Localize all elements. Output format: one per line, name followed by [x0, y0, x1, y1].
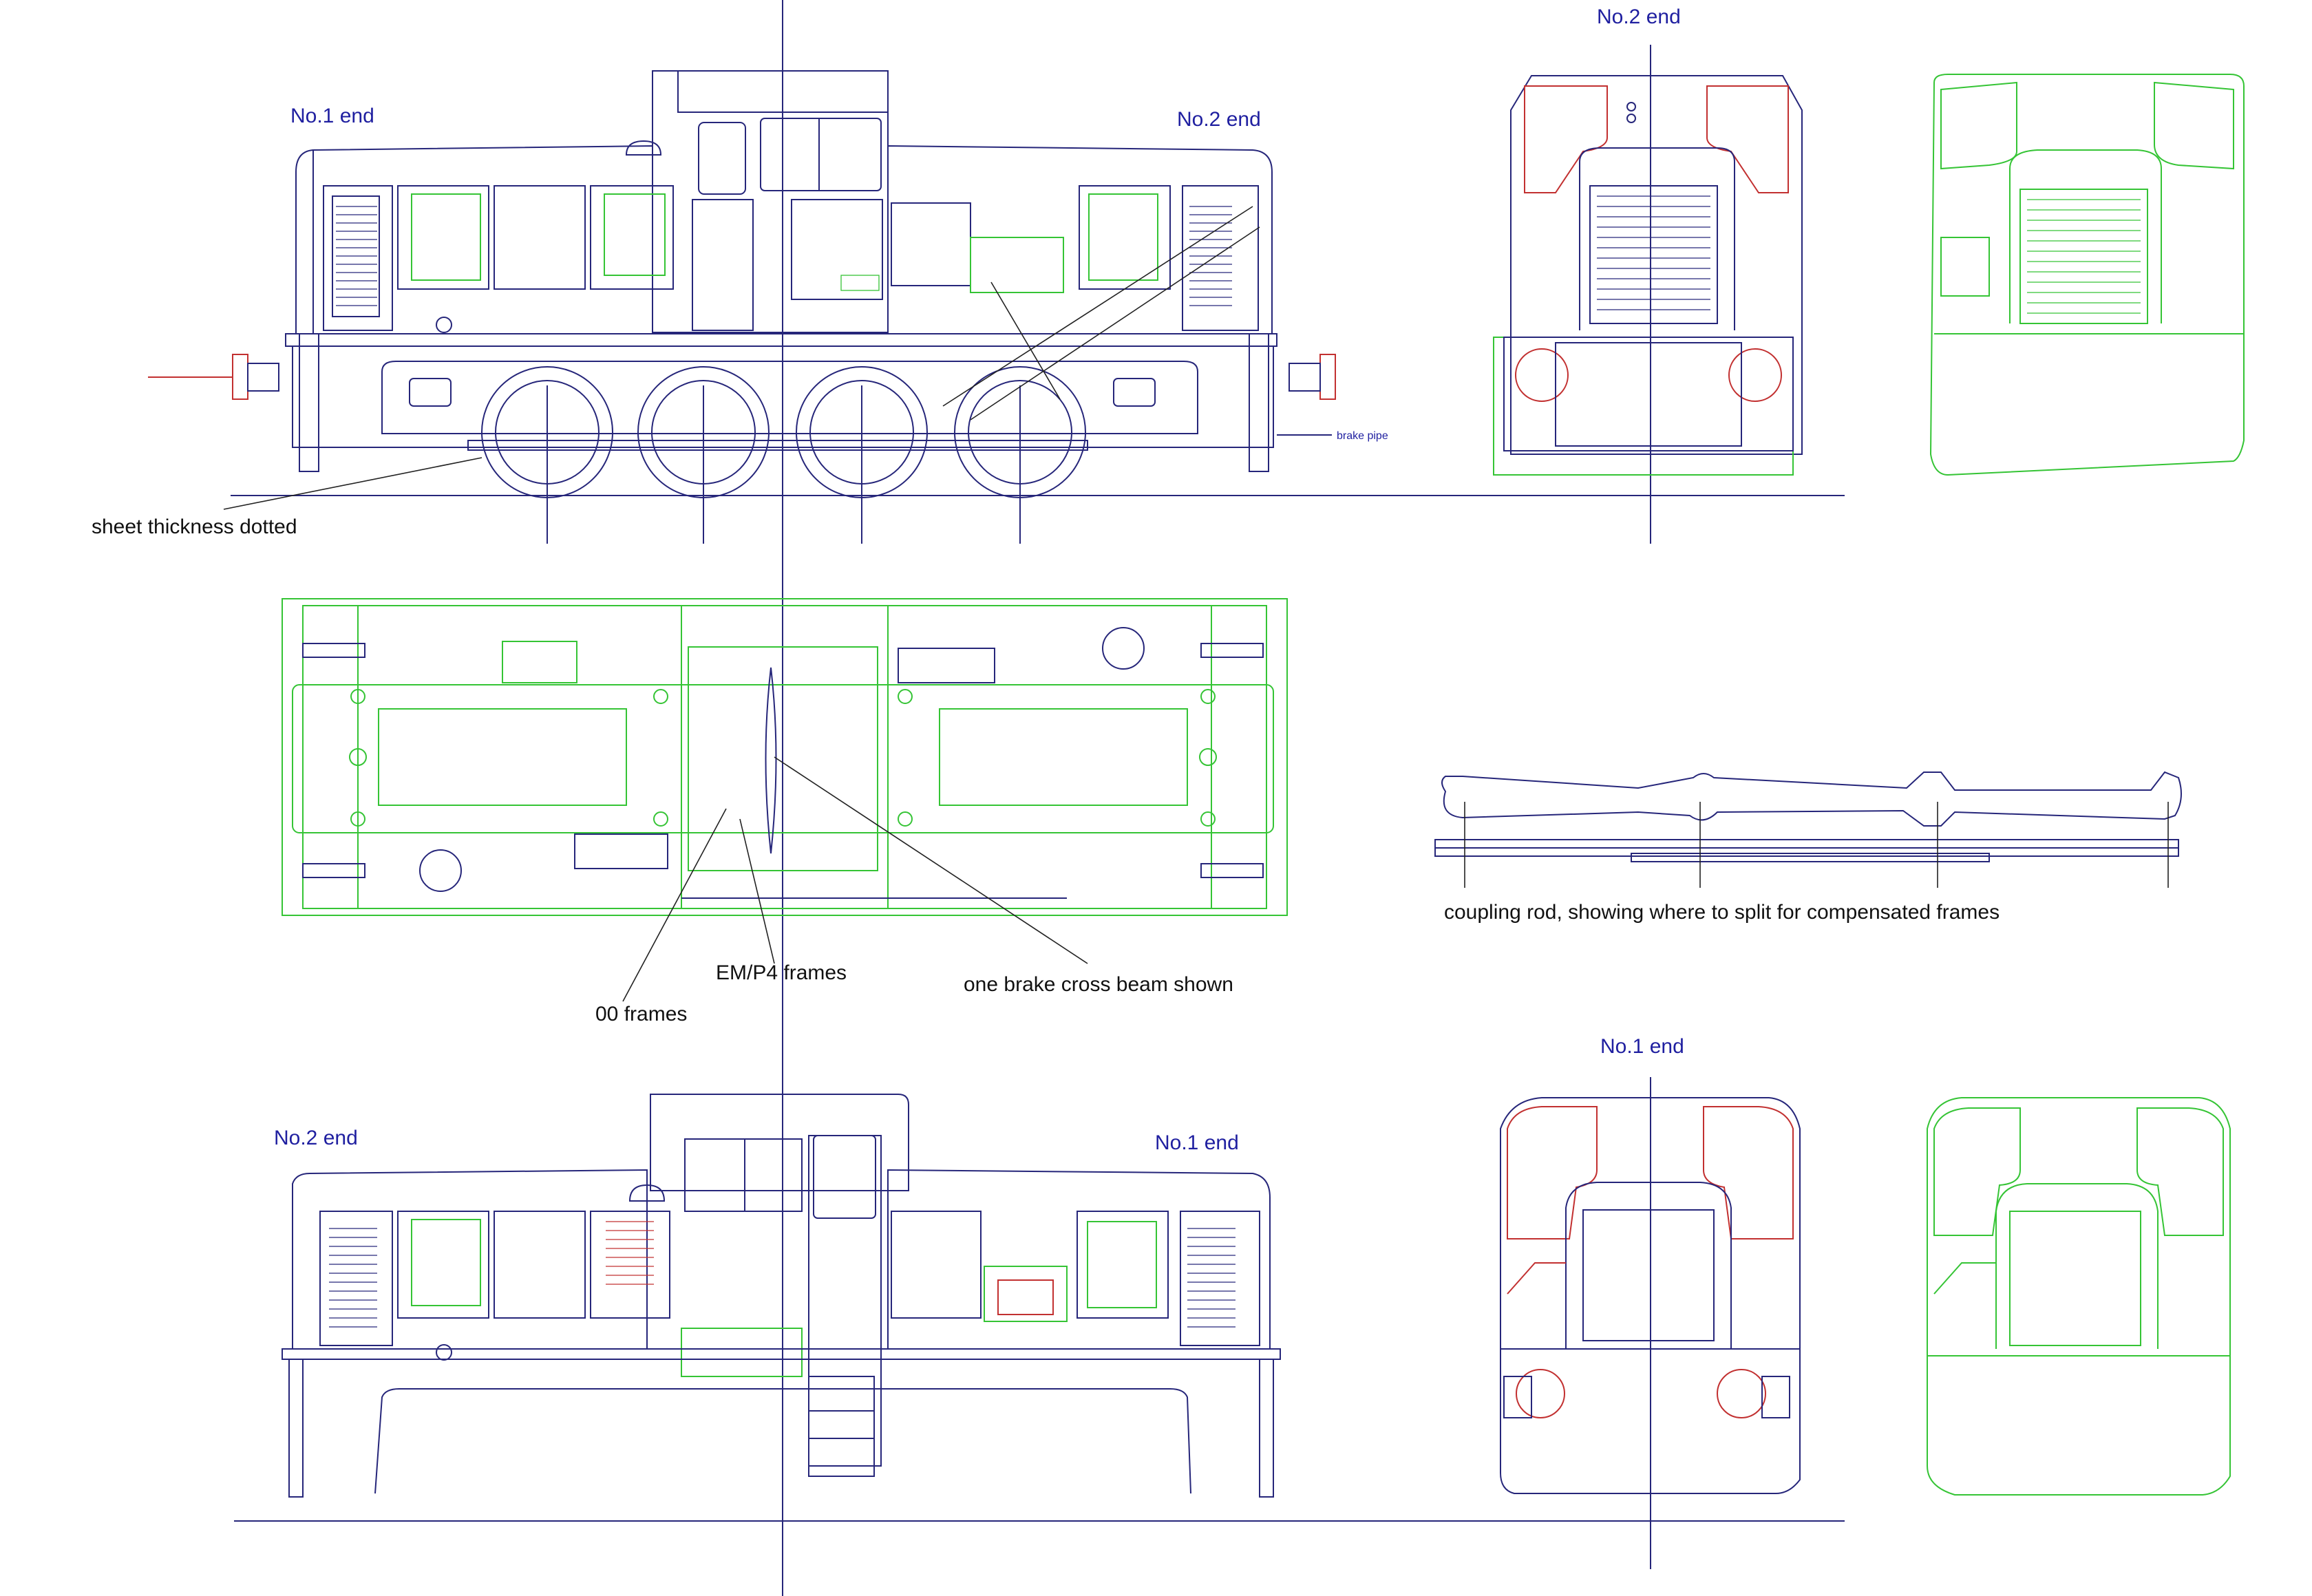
end-view-green-top — [1929, 74, 2245, 476]
end-view-no1 — [1500, 1097, 1801, 1494]
brake-pipe-label: brake pipe — [1337, 430, 1388, 442]
em-p4-frames-label: EM/P4 frames — [716, 961, 847, 984]
labels: No.1 end No.2 end No.2 end sheet thickne… — [92, 6, 2000, 1154]
end-view-no2 — [1493, 75, 1803, 476]
bottom-end-view-title: No.1 end — [1600, 1035, 1684, 1058]
coupling-rod-label: coupling rod, showing where to split for… — [1444, 901, 2000, 924]
plan-view — [282, 598, 1288, 1002]
bottom-side-right-end-label: No.1 end — [1155, 1131, 1239, 1154]
sheet-thickness-label: sheet thickness dotted — [92, 515, 297, 538]
coupling-rod — [1434, 771, 2182, 888]
side-elevation-bottom — [282, 1094, 1281, 1498]
side-elevation-top — [148, 70, 1336, 544]
oo-frames-label: 00 frames — [595, 1003, 687, 1025]
top-end-view-title: No.2 end — [1597, 6, 1681, 28]
brake-cross-beam-label: one brake cross beam shown — [964, 973, 1233, 996]
reference-lines — [231, 0, 1845, 1596]
end-view-green-bottom — [1927, 1097, 2231, 1496]
top-side-right-end-label: No.2 end — [1177, 108, 1261, 131]
bottom-side-left-end-label: No.2 end — [274, 1127, 358, 1149]
top-side-left-end-label: No.1 end — [290, 105, 374, 127]
